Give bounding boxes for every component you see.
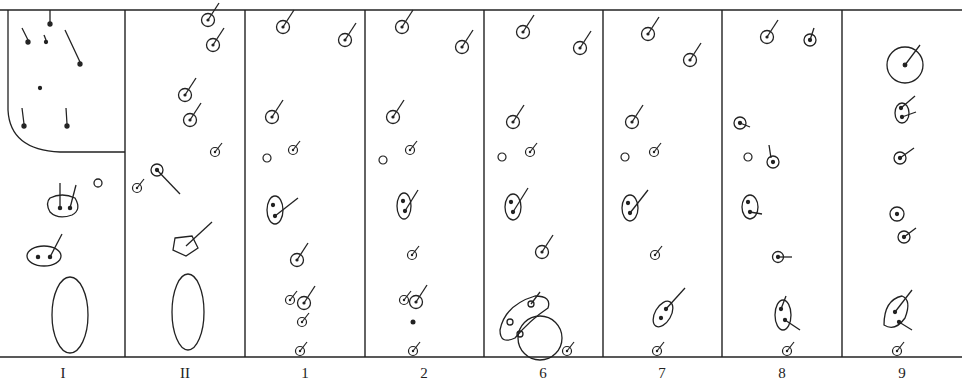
column-label: II: [180, 366, 190, 381]
column-label: 7: [658, 366, 666, 381]
panel-frame: [0, 10, 962, 357]
column-label: 1: [301, 366, 309, 381]
column-label: 8: [778, 366, 786, 381]
column-label: I: [61, 366, 66, 381]
column-label: 6: [539, 366, 547, 381]
column-label: 9: [898, 366, 906, 381]
column-label: 2: [420, 366, 428, 381]
